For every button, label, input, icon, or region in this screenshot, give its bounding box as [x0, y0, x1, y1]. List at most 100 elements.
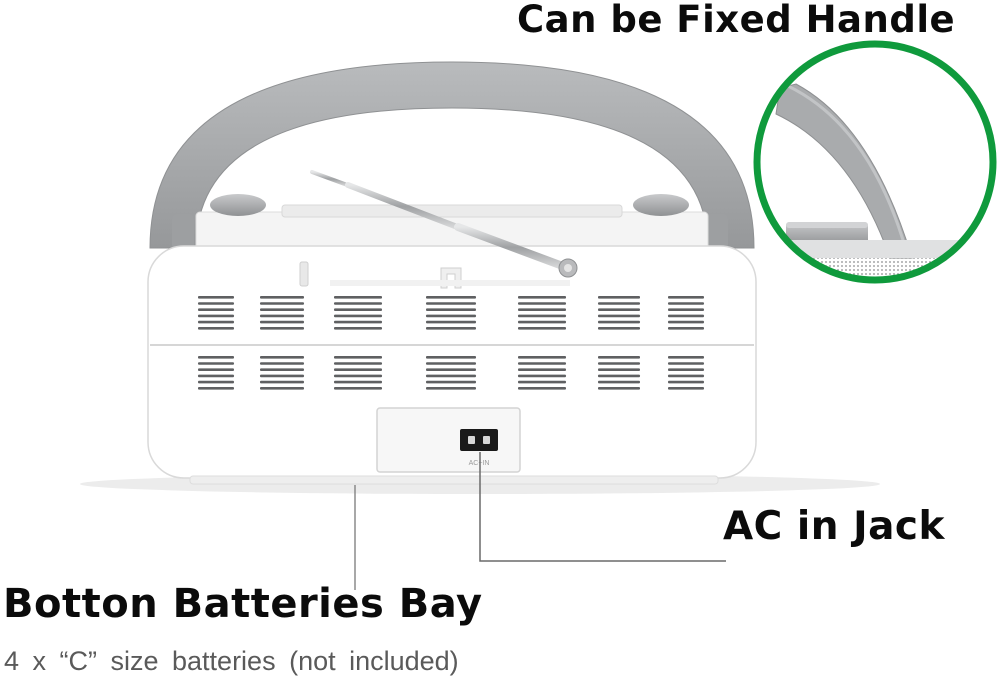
top-deck — [195, 211, 709, 251]
vent-slot — [198, 327, 234, 330]
base-plate — [189, 475, 719, 485]
vent-slot — [334, 320, 382, 324]
vent-slot — [518, 308, 566, 311]
vent-slot — [260, 320, 304, 324]
vent-slot — [668, 362, 704, 365]
vent-group — [198, 356, 234, 390]
vent-group — [598, 296, 640, 330]
vent-slot — [426, 387, 476, 390]
vent-slot — [518, 356, 566, 359]
vent-slot — [260, 368, 304, 371]
vent-slot — [426, 356, 476, 359]
vent-slot — [334, 308, 382, 311]
vent-slot — [198, 380, 234, 384]
vent-slot — [426, 380, 476, 384]
ac-jack-callout-title: AC in Jack — [723, 504, 945, 549]
ac-socket-pin-right — [483, 436, 490, 444]
vent-slot — [260, 380, 304, 384]
vent-slot — [518, 362, 566, 365]
vent-slot — [426, 327, 476, 330]
vent-slot — [334, 374, 382, 378]
battery-bay-note: 4 x “C” size batteries (not included) — [4, 646, 459, 676]
vent-slot — [198, 362, 234, 365]
vent-slot — [260, 302, 304, 305]
vent-slot — [518, 320, 566, 324]
antenna-clip-left — [299, 261, 309, 287]
ac-port-marking: AC~IN — [469, 460, 490, 467]
ac-port-panel — [376, 407, 521, 473]
vent-group — [426, 296, 476, 330]
vent-slot — [426, 302, 476, 305]
vent-slot — [668, 308, 704, 311]
vent-slot — [260, 327, 304, 330]
vent-slot — [198, 296, 234, 299]
vent-slot — [598, 380, 640, 384]
vent-slot — [198, 314, 234, 318]
vent-slot — [668, 356, 704, 359]
vent-slot — [426, 320, 476, 324]
vent-slot — [668, 296, 704, 299]
left-knob — [210, 194, 266, 216]
vent-slot — [598, 302, 640, 305]
telescopic-antenna — [310, 170, 578, 278]
handle-zoom-inset — [753, 40, 997, 284]
vent-slot — [426, 308, 476, 311]
vent-group — [518, 296, 566, 330]
vent-group — [198, 296, 234, 330]
cd-lid-edge — [281, 204, 623, 218]
vent-group — [668, 356, 704, 390]
ac-jack-leader-line — [479, 452, 726, 562]
vent-slot — [260, 296, 304, 299]
vent-slot — [598, 327, 640, 330]
vent-slot — [518, 302, 566, 305]
vent-group — [260, 356, 304, 390]
vent-group — [260, 296, 304, 330]
vent-slot — [426, 362, 476, 365]
vent-slot — [518, 387, 566, 390]
right-knob — [633, 194, 689, 216]
right-hinge — [706, 214, 728, 250]
vent-slot — [668, 320, 704, 324]
handle-callout-title: Can be Fixed Handle — [517, 0, 956, 41]
vent-slot — [198, 320, 234, 324]
vent-group — [518, 356, 566, 390]
carry-handle — [149, 61, 755, 249]
battery-bay-callout-title: Botton Batteries Bay — [3, 581, 483, 627]
vent-group — [668, 296, 704, 330]
vent-slot — [598, 296, 640, 299]
vent-slot — [598, 374, 640, 378]
vent-slot — [334, 302, 382, 305]
vent-slot — [334, 362, 382, 365]
vent-slot — [260, 314, 304, 318]
vent-slot — [668, 302, 704, 305]
vent-slot — [260, 374, 304, 378]
vent-group — [426, 356, 476, 390]
vent-slot — [198, 374, 234, 378]
vent-slot — [518, 368, 566, 371]
vent-slot — [198, 387, 234, 390]
vent-slot — [198, 356, 234, 359]
vent-slot — [518, 327, 566, 330]
vent-slot — [518, 314, 566, 318]
vent-slot — [334, 368, 382, 371]
vent-slot — [198, 302, 234, 305]
vent-group — [334, 356, 382, 390]
vent-slot — [668, 327, 704, 330]
vent-slot — [518, 380, 566, 384]
vent-slot — [260, 387, 304, 390]
vent-slot — [668, 387, 704, 390]
vent-slot — [260, 356, 304, 359]
vent-slot — [668, 314, 704, 318]
vent-slot — [668, 368, 704, 371]
vent-slot — [426, 374, 476, 378]
left-hinge — [172, 214, 194, 250]
vent-slot — [426, 368, 476, 371]
vent-slot — [260, 308, 304, 311]
vent-slot — [334, 314, 382, 318]
vent-slot — [518, 296, 566, 299]
zoomed-top-deck — [757, 240, 993, 258]
vent-slot — [668, 374, 704, 378]
vent-slot — [334, 296, 382, 299]
ac-socket-pin-left — [468, 436, 475, 444]
